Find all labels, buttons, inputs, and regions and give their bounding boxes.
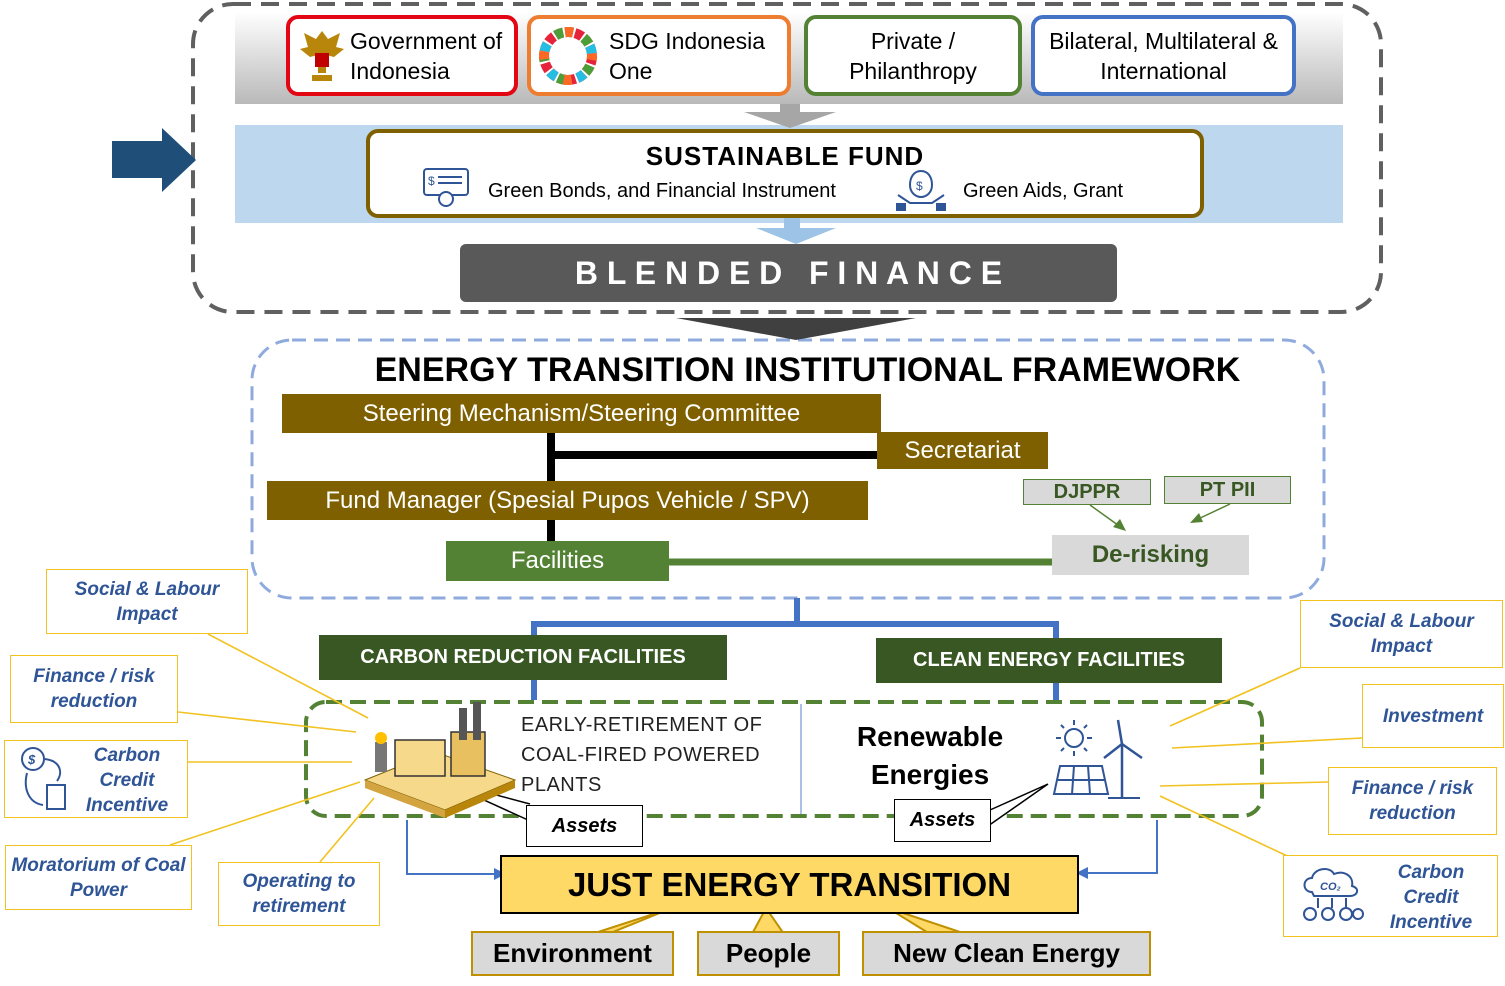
ptpii-box: PT PII	[1164, 476, 1291, 504]
svg-text:CO₂: CO₂	[1320, 881, 1341, 893]
sdg-wheel-icon	[539, 27, 597, 85]
coal-retirement-label: EARLY-RETIREMENT OF COAL-FIRED POWERED P…	[521, 714, 763, 796]
garuda-emblem-icon	[300, 31, 344, 81]
secretariat-box: Secretariat	[877, 432, 1048, 469]
clean-energy-facilities-box: CLEAN ENERGY FACILITIES	[876, 638, 1222, 683]
left-callout-finance: Finance / risk reduction	[10, 655, 178, 723]
left-callout-carbon-label: Carbon Credit Incentive	[85, 744, 169, 816]
outcome-environment: Environment	[471, 931, 674, 976]
certificate-icon: $	[423, 168, 469, 207]
source-government-label: Government of Indonesia	[350, 27, 503, 84]
right-callout-carbon-label: Carbon Credit Incentive	[1389, 861, 1473, 933]
just-energy-transition-box: JUST ENERGY TRANSITION	[500, 855, 1079, 914]
assets-label-coal: Assets	[526, 805, 643, 847]
down-arrow-dark	[676, 318, 916, 340]
coal-plant-icon	[363, 702, 517, 818]
outcome-new-clean-energy: New Clean Energy	[862, 931, 1151, 976]
carbon-credit-icon: $	[21, 747, 66, 810]
renewable-energies-label: Renewable Energies	[856, 721, 1004, 790]
fund-manager-box: Fund Manager (Spesial Pupos Vehicle / SP…	[267, 481, 868, 520]
left-callout-carbon: $ Carbon Credit Incentive	[4, 740, 188, 818]
right-callout-social: Social & Labour Impact	[1300, 600, 1503, 668]
sustainable-fund-box: SUSTAINABLE FUND $ Green Bonds, and Fina…	[366, 129, 1204, 218]
framework-title: ENERGY TRANSITION INSTITUTIONAL FRAMEWOR…	[374, 350, 1241, 389]
left-arrow-icon	[112, 128, 196, 192]
assets-label-renewable: Assets	[894, 799, 991, 842]
right-callout-carbon: CO₂ Carbon Credit Incentive	[1283, 855, 1498, 937]
svg-text:$: $	[428, 174, 435, 188]
solar-wind-icon	[1052, 719, 1143, 799]
left-callout-social: Social & Labour Impact	[46, 569, 248, 634]
djppr-box: DJPPR	[1023, 479, 1151, 505]
green-aids-label: Green Aids, Grant	[963, 180, 1124, 202]
carbon-reduction-facilities-box: CARBON REDUCTION FACILITIES	[319, 635, 727, 680]
svg-text:$: $	[27, 752, 36, 767]
down-arrow-gray	[744, 104, 836, 128]
money-bag-hands-icon: $	[896, 169, 946, 211]
outcome-people: People	[697, 931, 840, 976]
facilities-box: Facilities	[446, 541, 669, 581]
left-callout-operating: Operating to retirement	[218, 862, 380, 926]
source-bilateral-label: Bilateral, Multilateral & International	[1049, 27, 1278, 84]
source-private: Private / Philanthropy	[804, 15, 1022, 96]
framework-frame	[250, 338, 1326, 600]
down-arrow-blue	[756, 218, 836, 244]
source-bilateral: Bilateral, Multilateral & International	[1031, 15, 1296, 96]
source-private-label: Private / Philanthropy	[849, 27, 977, 84]
assets-frame	[304, 700, 1264, 818]
source-sdg-label: SDG Indonesia One	[609, 27, 765, 84]
derisking-box: De-risking	[1052, 535, 1249, 575]
source-sdg: SDG Indonesia One	[527, 15, 791, 96]
blended-finance-bar: B L E N D E D F I N A N C E	[460, 244, 1117, 302]
green-bonds-label: Green Bonds, and Financial Instrument	[488, 180, 836, 202]
right-callout-finance: Finance / risk reduction	[1328, 767, 1497, 835]
co2-cloud-icon: CO₂	[1303, 868, 1364, 921]
svg-text:$: $	[916, 179, 923, 193]
source-government: Government of Indonesia	[286, 15, 518, 96]
sustainable-fund-title: SUSTAINABLE FUND	[645, 141, 925, 171]
steering-committee-box: Steering Mechanism/Steering Committee	[282, 394, 881, 433]
right-callout-investment: Investment	[1362, 684, 1504, 748]
left-callout-moratorium: Moratorium of Coal Power	[5, 845, 192, 910]
